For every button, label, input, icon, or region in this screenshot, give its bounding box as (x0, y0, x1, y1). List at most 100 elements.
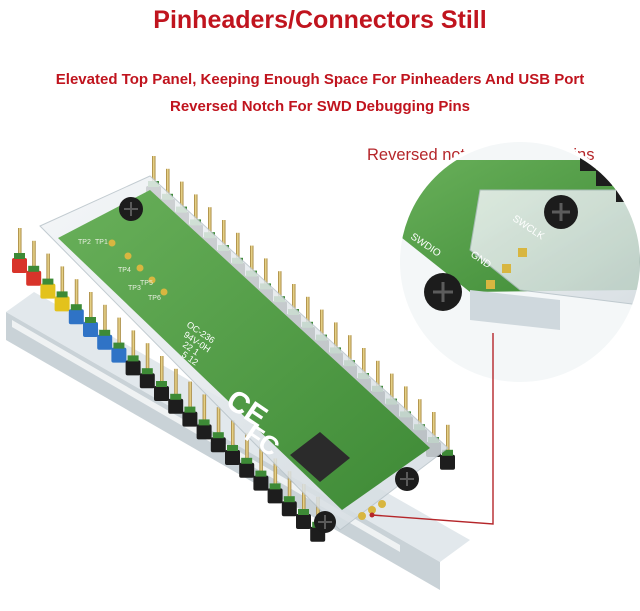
header-pin (418, 399, 422, 434)
swd-pad (368, 506, 376, 514)
header-pin (302, 484, 306, 518)
tp-label: TP1 (95, 239, 108, 246)
pin-housing (253, 475, 269, 491)
header-pin (60, 266, 65, 301)
header-pin (287, 471, 292, 506)
header-pin (376, 360, 380, 395)
header-pin (306, 296, 310, 331)
header-pin (236, 232, 240, 267)
header-pin (18, 228, 22, 262)
screw-top-left (119, 197, 143, 221)
pin-pad (141, 368, 153, 375)
pin-pad (99, 329, 111, 336)
header-pin (273, 458, 278, 493)
header-pin (222, 220, 226, 254)
pin-housing (196, 424, 212, 440)
header-pin (292, 284, 296, 318)
header-pin (264, 258, 268, 293)
header-pin (188, 381, 192, 416)
pin-pad (442, 449, 453, 456)
pin-housing (296, 514, 311, 529)
header-pin (152, 156, 156, 190)
header-pin (180, 181, 184, 216)
pin-housing (83, 322, 98, 337)
header-pin (194, 194, 198, 229)
pin-housing (139, 373, 155, 389)
callout-leader-line (371, 333, 494, 525)
callout-anchor-dot (369, 512, 375, 518)
pin-housing (168, 398, 184, 414)
tp-label: TP6 (148, 295, 161, 302)
subtitle-line-2: Reversed Notch For SWD Debugging Pins (169, 98, 471, 115)
pin-pad (170, 393, 182, 400)
tp-label: TP2 (78, 239, 91, 246)
swd-pad (358, 512, 366, 520)
pin-pad (42, 278, 54, 285)
header-pin (166, 168, 170, 203)
pin-pad (14, 253, 25, 259)
header-pin (208, 207, 212, 242)
header-pin (404, 386, 408, 421)
header-pin (46, 253, 50, 288)
swd-pad (378, 500, 386, 508)
pin-pad (113, 342, 125, 349)
header-pin (390, 373, 394, 408)
tp-label: TP5 (140, 280, 153, 287)
pin-pad (56, 291, 68, 298)
pin-pad (156, 381, 167, 387)
pin-pad (283, 496, 295, 503)
header-pin (131, 330, 136, 365)
pin-pad (70, 304, 82, 311)
pin-housing (267, 488, 283, 504)
page-title: Pinheaders/Connectors Still (153, 6, 487, 34)
zoom-inset: SWDIO GND SWCLK (396, 138, 640, 386)
header-pin (74, 279, 79, 314)
pin-housing (68, 309, 84, 325)
header-pin (245, 432, 249, 467)
header-pin (216, 407, 221, 442)
header-pin (320, 309, 324, 344)
header-pin (362, 348, 366, 382)
pin-housing (281, 501, 297, 517)
screw-bottom-left (314, 511, 336, 533)
pin-pad (298, 509, 309, 515)
header-pin (160, 356, 164, 390)
pin-housing (54, 296, 70, 312)
pin-housing (154, 386, 169, 401)
pico-board (39, 175, 449, 533)
bottom-pin-header-row (12, 228, 326, 542)
pin-housing (111, 347, 127, 363)
header-pin (103, 304, 107, 339)
pin-pad (241, 457, 253, 464)
pin-pad (198, 419, 210, 426)
pin-housing (239, 462, 255, 478)
pin-housing (440, 454, 455, 470)
header-pin (334, 322, 338, 357)
header-pin (259, 445, 263, 480)
pin-housing (97, 334, 113, 350)
pin-housing (125, 360, 141, 376)
tp-label: TP4 (118, 267, 131, 274)
pin-pad (127, 355, 139, 362)
pin-housing (12, 258, 27, 273)
pin-housing (26, 270, 42, 286)
header-pin (231, 420, 235, 454)
pin-pad (184, 406, 196, 413)
tp-label: TP3 (128, 285, 141, 292)
pin-pad (227, 445, 238, 451)
pin-housing (40, 283, 56, 299)
header-pin (145, 343, 150, 378)
pin-pad (269, 483, 281, 490)
pin-pad (85, 317, 96, 323)
pin-pad (255, 470, 267, 477)
header-pin (348, 335, 352, 370)
pin-pad (212, 432, 224, 439)
header-pin (117, 317, 121, 352)
header-pin (278, 271, 282, 306)
pin-housing (182, 411, 198, 427)
subtitle-line-1: Elevated Top Panel, Keeping Enough Space… (55, 71, 585, 88)
screw-bottom-right (395, 467, 419, 491)
header-pin (32, 240, 36, 275)
header-pin (446, 424, 450, 459)
